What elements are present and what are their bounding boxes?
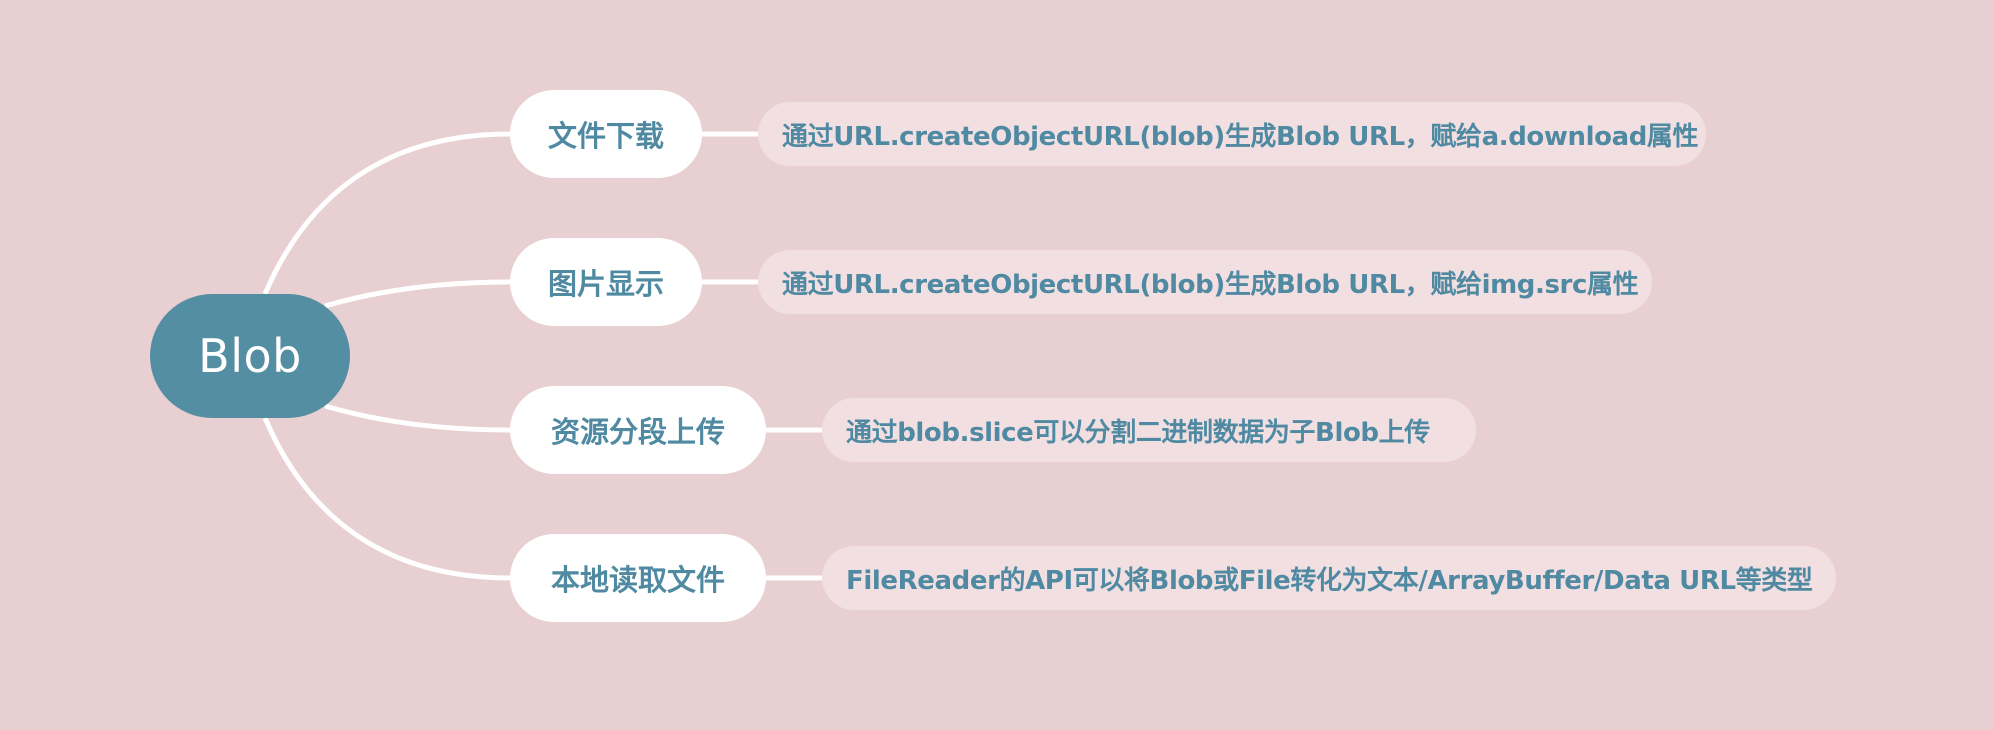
connector-root-to-image-display <box>324 279 511 309</box>
topic-local-file-read[interactable]: 本地读取文件 <box>510 534 766 622</box>
connector-root-to-file-download <box>262 131 511 295</box>
detail-image-display[interactable]: 通过URL.createObjectURL(blob)生成Blob URL，赋给… <box>758 250 1652 314</box>
detail-local-file-read[interactable]: FileReader的API可以将Blob或File转化为文本/ArrayBuf… <box>822 546 1836 610</box>
root-node-blob[interactable]: Blob <box>150 294 350 418</box>
topic-image-display[interactable]: 图片显示 <box>510 238 702 326</box>
detail-chunked-upload[interactable]: 通过blob.slice可以分割二进制数据为子Blob上传 <box>822 398 1476 462</box>
detail-file-download[interactable]: 通过URL.createObjectURL(blob)生成Blob URL，赋给… <box>758 102 1706 166</box>
topic-file-download[interactable]: 文件下载 <box>510 90 702 178</box>
topic-chunked-upload[interactable]: 资源分段上传 <box>510 386 766 474</box>
connector-root-to-local-file-read <box>262 417 511 581</box>
connector-root-to-chunked-upload <box>324 403 511 433</box>
